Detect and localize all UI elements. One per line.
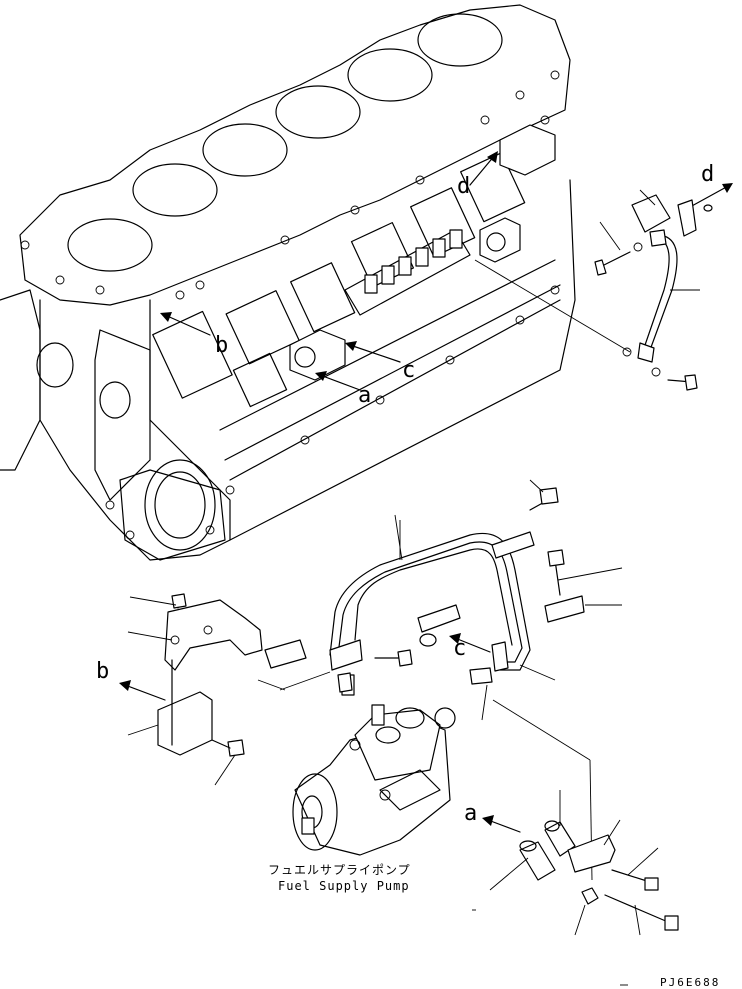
cylinder-bore-3 <box>202 123 288 177</box>
label-c-mid: c <box>453 636 466 661</box>
block-bolts <box>20 70 560 540</box>
return-pipe-assembly <box>474 183 733 391</box>
drawing-code: PJ6E688 <box>660 976 720 989</box>
pipe-clamps <box>264 487 585 671</box>
fuel-supply-pump <box>292 674 456 856</box>
cylinder-bore-4 <box>275 85 361 139</box>
rail-injector-fittings <box>364 229 463 294</box>
spacer-bracket-kit <box>492 699 679 931</box>
pump-bracket <box>157 593 263 757</box>
label-d-right: d <box>701 162 714 187</box>
leader-lines <box>127 479 659 986</box>
label-d-top: d <box>457 174 470 199</box>
caption-en: Fuel Supply Pump <box>278 879 410 893</box>
label-c-top: c <box>402 358 415 383</box>
caption-jp: フュエルサプライポンプ <box>268 863 411 877</box>
engine-block <box>0 4 576 561</box>
cylinder-bore-5 <box>347 48 433 102</box>
cylinder-bore-1 <box>67 218 153 272</box>
cylinder-bore-6 <box>417 13 503 67</box>
label-b-left: b <box>96 659 109 684</box>
reference-arrows-bottom <box>119 633 521 833</box>
label-a-bottom: a <box>464 801 477 826</box>
cylinder-bore-2 <box>132 163 218 217</box>
label-b-top: b <box>215 333 228 358</box>
label-a-top: a <box>358 383 371 408</box>
high-pressure-pipe <box>329 520 531 693</box>
reference-arrows-top <box>160 151 498 391</box>
